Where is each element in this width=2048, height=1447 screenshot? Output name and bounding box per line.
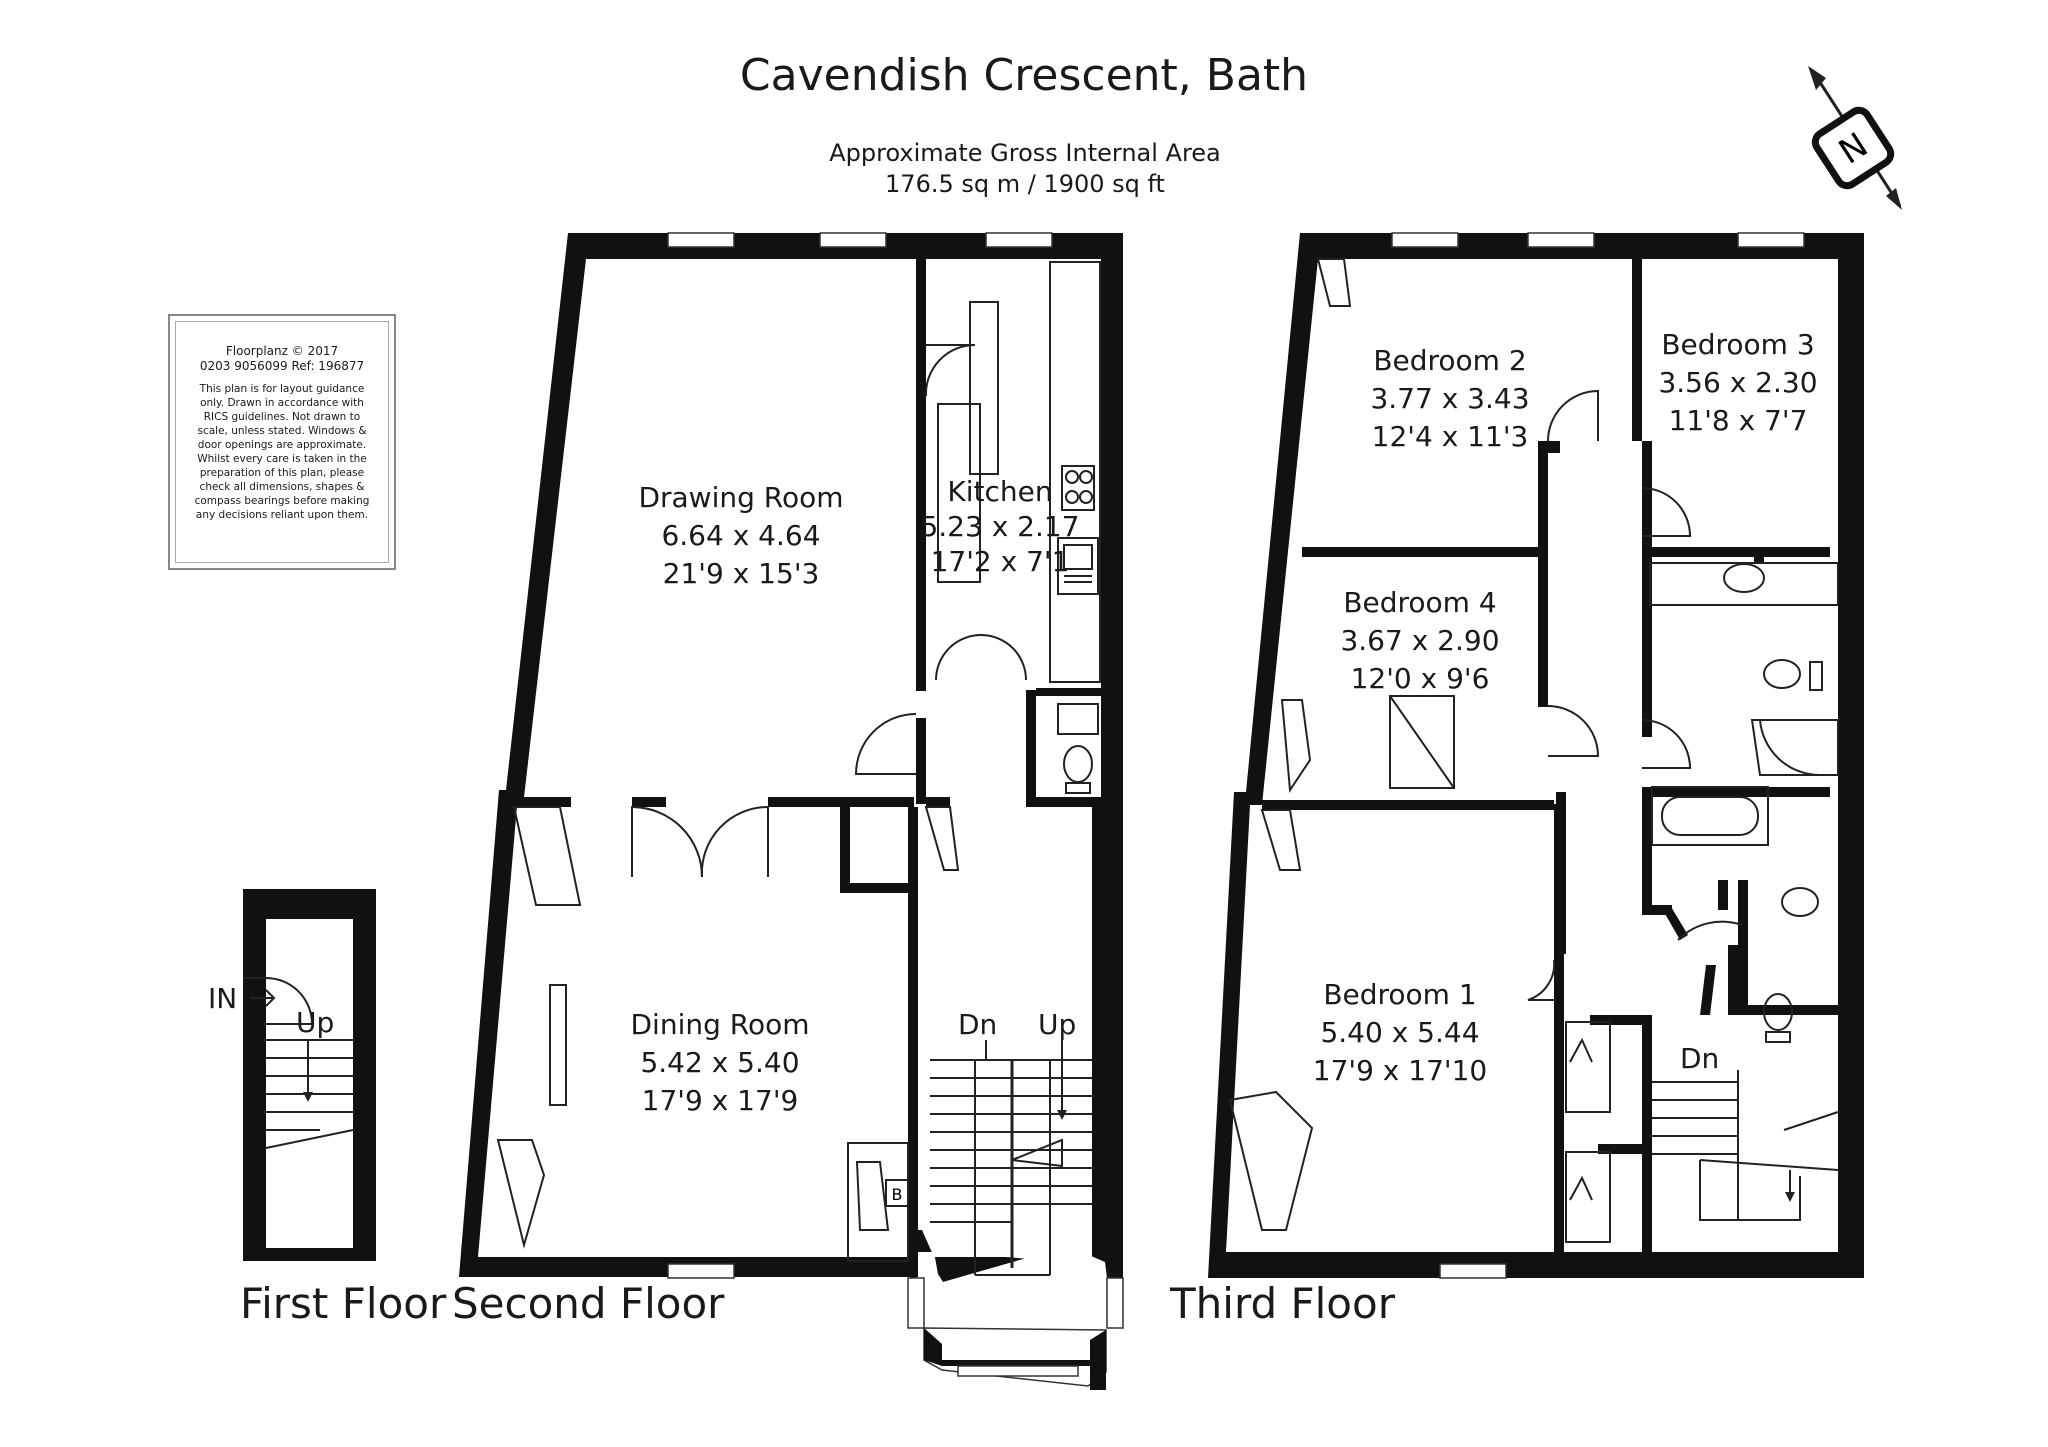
dining-room-imperial: 17'9 x 17'9: [642, 1084, 799, 1117]
entrance-label: IN: [208, 982, 237, 1015]
bedroom-2: Bedroom 2 3.77 x 3.43 12'4 x 11'3: [1370, 344, 1529, 453]
first-floor-label: First Floor: [240, 1279, 447, 1328]
drawing-room-name: Drawing Room: [638, 481, 843, 514]
bedroom-1-metric: 5.40 x 5.44: [1320, 1016, 1479, 1049]
bedroom-4-metric: 3.67 x 2.90: [1340, 624, 1499, 657]
third-floor-dn-label: Dn: [1680, 1042, 1719, 1075]
drawing-room-imperial: 21'9 x 15'3: [663, 557, 820, 590]
dining-room-metric: 5.42 x 5.40: [640, 1046, 799, 1079]
gross-area: Approximate Gross Internal Area 176.5 sq…: [0, 138, 2048, 200]
third-floor-stairs: [1652, 1070, 1839, 1221]
first-floor-plan: IN Up First Floor: [208, 889, 447, 1328]
drawing-room: Drawing Room 6.64 x 4.64 21'9 x 15'3: [638, 481, 843, 590]
third-floor-label: Third Floor: [1169, 1279, 1396, 1328]
bedroom-3: Bedroom 3 3.56 x 2.30 11'8 x 7'7: [1658, 328, 1817, 437]
second-floor-plan: B: [452, 232, 1124, 1390]
kitchen-metric: 5.23 x 2.17: [920, 510, 1079, 543]
drawing-room-metric: 6.64 x 4.64: [661, 519, 820, 552]
second-floor-dn-label: Dn: [958, 1008, 997, 1041]
kitchen-imperial: 17'2 x 7'1: [931, 545, 1070, 578]
bedroom-3-name: Bedroom 3: [1661, 328, 1814, 361]
second-floor-stairs: [930, 1040, 1092, 1276]
second-floor-label: Second Floor: [452, 1279, 725, 1328]
bedroom-4-imperial: 12'0 x 9'6: [1351, 662, 1490, 695]
disclaimer-text: This plan is for layout guidance only. D…: [194, 383, 370, 521]
gross-area-label: Approximate Gross Internal Area: [829, 139, 1221, 167]
bedroom-1-name: Bedroom 1: [1323, 978, 1476, 1011]
kitchen-name: Kitchen: [947, 475, 1052, 508]
bedroom-1-imperial: 17'9 x 17'10: [1313, 1054, 1487, 1087]
disclaimer-box: Floorplanz © 2017 0203 9056099 Ref: 1968…: [168, 314, 396, 570]
third-floor-plan: Dn Bedroom 2 3.77 x 3.43 12'4 x 11'3 Bed…: [1169, 232, 1864, 1328]
first-floor-stairs: [265, 1039, 354, 1149]
bedroom-4-name: Bedroom 4: [1343, 586, 1496, 619]
bedroom-3-imperial: 11'8 x 7'7: [1669, 404, 1808, 437]
dining-room: Dining Room 5.42 x 5.40 17'9 x 17'9: [630, 1008, 809, 1117]
second-floor-up-label: Up: [1038, 1008, 1076, 1041]
plan-title: Cavendish Crescent, Bath: [739, 50, 1309, 101]
bedroom-2-name: Bedroom 2: [1373, 344, 1526, 377]
bedroom-3-metric: 3.56 x 2.30: [1658, 366, 1817, 399]
kitchen: Kitchen 5.23 x 2.17 17'2 x 7'1: [920, 475, 1079, 578]
bedroom-2-imperial: 12'4 x 11'3: [1372, 420, 1529, 453]
first-floor-up-label: Up: [296, 1006, 334, 1039]
disclaimer-copyright: Floorplanz © 2017: [225, 344, 339, 358]
bedroom-1: Bedroom 1 5.40 x 5.44 17'9 x 17'10: [1313, 978, 1487, 1087]
dining-room-name: Dining Room: [630, 1008, 809, 1041]
disclaimer-ref: 0203 9056099 Ref: 196877: [199, 359, 365, 373]
bedroom-2-metric: 3.77 x 3.43: [1370, 382, 1529, 415]
gross-area-value: 176.5 sq m / 1900 sq ft: [885, 170, 1165, 198]
bedroom-4: Bedroom 4 3.67 x 2.90 12'0 x 9'6: [1340, 586, 1499, 695]
boiler-label: B: [892, 1185, 903, 1204]
compass-icon: N: [1808, 66, 1902, 210]
